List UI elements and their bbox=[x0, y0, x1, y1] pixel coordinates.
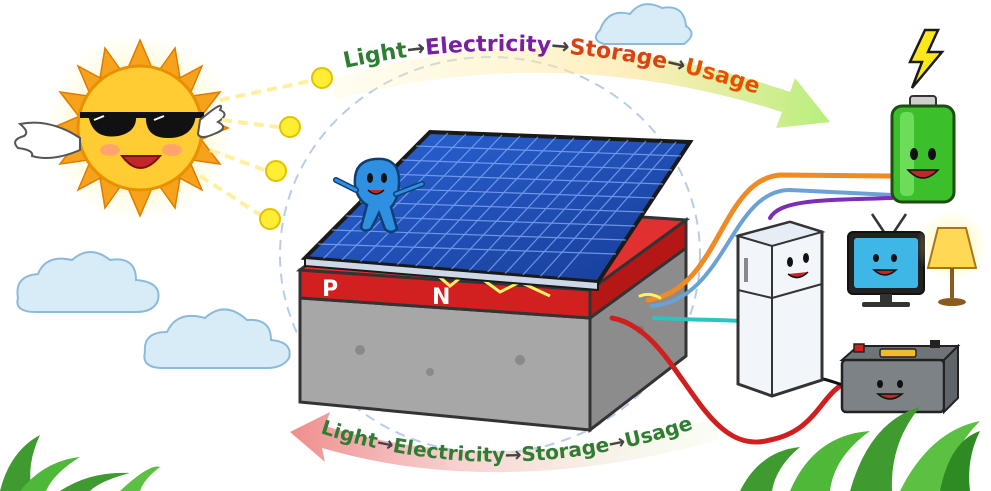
car-battery-icon bbox=[839, 340, 961, 415]
wing-icon bbox=[14, 104, 226, 159]
top-flow-arrow bbox=[330, 47, 830, 129]
lightning-icon bbox=[908, 28, 945, 89]
cloud-icon bbox=[143, 308, 291, 369]
n-layer-label: N bbox=[432, 285, 450, 310]
wires bbox=[609, 172, 895, 445]
light-photons bbox=[198, 67, 333, 230]
solar-panel-icon bbox=[300, 129, 694, 292]
lamp-icon bbox=[916, 210, 988, 306]
fridge-icon bbox=[734, 220, 826, 398]
battery-icon bbox=[890, 95, 956, 204]
plant-icon bbox=[740, 407, 980, 491]
bottom-flow-arrow bbox=[290, 412, 720, 473]
electron-mascot-icon bbox=[333, 157, 425, 234]
p-layer-label: P bbox=[322, 277, 338, 302]
cloud-icon bbox=[594, 3, 693, 45]
cloud-icon bbox=[16, 251, 160, 313]
plant-icon bbox=[0, 435, 160, 491]
concrete-base bbox=[298, 245, 688, 434]
sunglasses-icon bbox=[80, 112, 204, 138]
sun-icon bbox=[45, 33, 235, 223]
tv-icon bbox=[847, 213, 925, 307]
